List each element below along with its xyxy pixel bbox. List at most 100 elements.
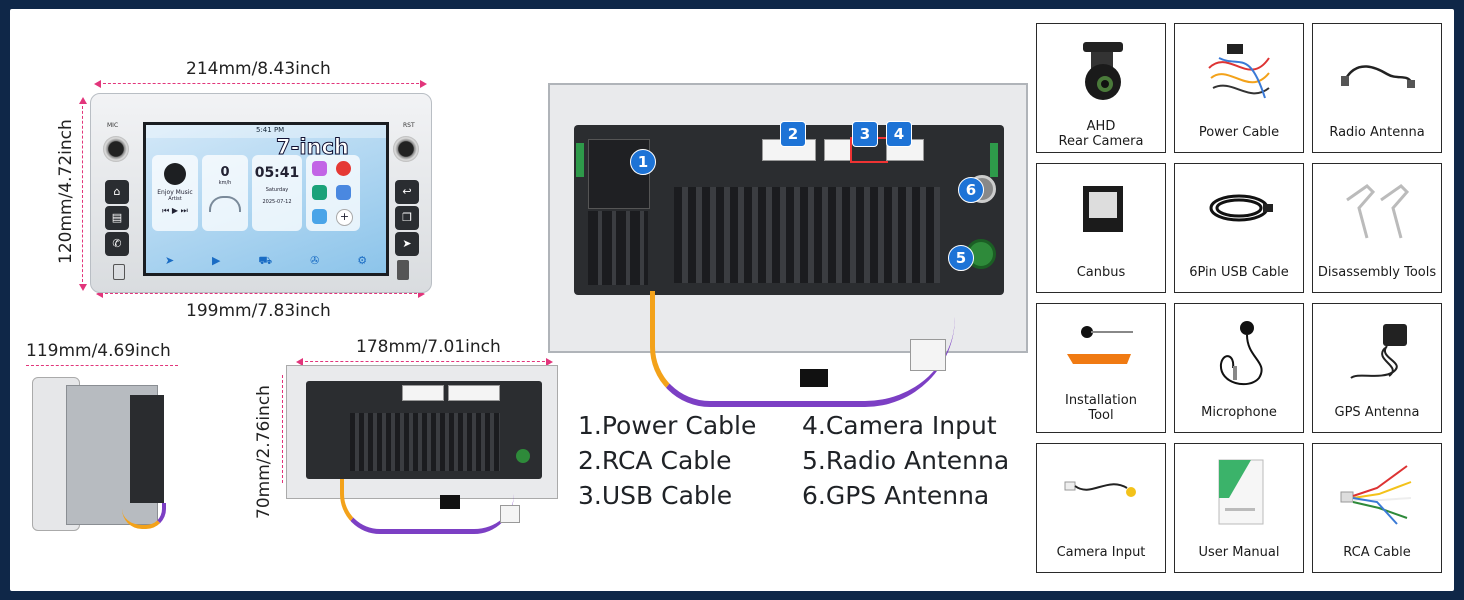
clock-card: 05:41 Saturday 2025-07-12 [252,155,302,231]
arrow-up-icon [79,97,87,104]
navigation-icon: ➤ [164,254,175,267]
connector [500,505,520,523]
heatsink-fins [674,187,940,283]
arrow-left-icon [94,80,101,88]
phone-icon: ✆ [105,232,129,256]
accessory-label-line2: Tool [1088,408,1114,423]
accessory-label: Camera Input [1056,545,1146,560]
speed-card: 0 km/h [202,155,248,231]
product-panel: 214mm/8.43inch 120mm/4.72inch 199mm/7.83… [10,9,1454,591]
vinyl-icon [164,163,186,185]
disassembly-tools-icon [1346,184,1410,239]
badge-usb: 3 [852,121,878,147]
car-app-icon [336,185,351,200]
arrow-left-icon [296,358,303,366]
radio-antenna-icon [1341,65,1415,88]
back-small-fins [350,413,500,471]
accessory-power-cable: Power Cable [1174,23,1304,153]
apps-card: + [306,155,360,231]
music-card: Enjoy Music Artist ⏮ ▶ ⏭ [152,155,198,231]
tuning-knob [393,136,419,162]
accessory-installation-tool: Installation Tool [1036,303,1166,433]
accessory-usb-cable: 6Pin USB Cable [1174,163,1304,293]
clock-time: 05:41 [254,165,300,181]
accessory-label: RCA Cable [1343,545,1411,560]
accessory-label: Disassembly Tools [1317,265,1437,280]
accessory-canbus: Canbus [1036,163,1166,293]
canbus-icon [1083,186,1123,232]
music-title: Enjoy Music [157,189,193,196]
back-height-line [282,375,284,483]
accessory-label-line2: Rear Camera [1058,134,1144,149]
navigation-icon: ➤ [395,232,419,256]
speed-unit: km/h [218,180,232,186]
copy-icon: ❐ [395,206,419,230]
back-width-label: 178mm/7.01inch [356,337,501,357]
usb-cable-icon [1209,194,1273,222]
clock-date: 2025-07-12 [262,199,292,205]
usb-connector [824,139,852,161]
side-bracket [576,143,584,177]
front-width-label: 214mm/8.43inch [186,59,331,79]
car-icon: ⛟ [258,254,273,267]
volume-knob [103,136,129,162]
badge-gps: 6 [958,177,984,203]
status-time: 5:41 PM [256,126,285,134]
accessory-label: Radio Antenna [1329,125,1425,140]
side-bracket [990,143,998,177]
legend-item-1: 1.Power Cable [578,411,757,440]
back-icon: ↩ [395,180,419,204]
clock-day: Saturday [265,187,289,193]
legend-item-4: 4.Camera Input [802,411,997,440]
side-view-back [130,395,164,503]
accessory-microphone: Microphone [1174,303,1304,433]
add-icon: + [336,209,353,226]
antenna-port-icon [516,449,530,463]
connector-plug [800,369,828,387]
back-width-line [300,361,550,363]
accessory-camera-input: Camera Input [1036,443,1166,573]
dock: ➤ ▶ ⛟ ✇ ⚙ [146,254,386,269]
front-bottom-line [100,293,422,295]
youtube-icon [336,161,351,176]
installation-tool-icon [1067,326,1133,364]
camera-input-cable-icon [1064,481,1136,497]
accessory-rca-cable: RCA Cable [1312,443,1442,573]
badge-rca: 2 [780,121,806,147]
socket-fins [588,211,648,285]
app-icon [312,209,327,224]
play-icon: ▶ [212,254,221,267]
accessory-label: Power Cable [1198,125,1280,140]
accessory-label: Installation [1064,393,1137,408]
connector [402,385,444,401]
accessory-gps-antenna: GPS Antenna [1312,303,1442,433]
accessory-label: Microphone [1201,405,1277,420]
front-bottom-width-label: 199mm/7.83inch [186,301,331,321]
badge-power: 1 [630,149,656,175]
accessory-user-manual: User Manual [1174,443,1304,573]
arrow-right-icon [420,80,427,88]
legend-item-5: 5.Radio Antenna [802,446,1010,475]
legend-item-3: 3.USB Cable [578,481,733,510]
accessory-label: AHD [1086,119,1116,134]
app-icon [312,185,327,200]
status-bar [146,125,386,138]
connector [448,385,500,401]
arrow-right-icon [418,290,425,298]
front-height-label: 120mm/4.72inch [56,119,76,264]
mic-label: MIC [107,122,119,129]
connector-plug [440,495,460,509]
media-controls-icon: ⏮ ▶ ⏭ [162,206,188,215]
settings-icon: ⚙ [357,254,368,267]
accessory-disassembly-tools: Disassembly Tools [1312,163,1442,293]
accessory-radio-antenna: Radio Antenna [1312,23,1442,153]
connector [910,339,946,371]
accessory-label: User Manual [1198,545,1280,560]
legend-item-6: 6.GPS Antenna [802,481,990,510]
back-small-cable [340,479,514,534]
usb-c-port-icon [113,264,125,280]
radio-icon: ▤ [105,206,129,230]
arrow-right-icon [546,358,553,366]
radio-front-view: MIC RST ⌂ ▤ ✆ ↩ ❐ ➤ 5:41 PM 7-inch Enjoy… [90,93,432,293]
rca-cable-icon [1340,465,1412,525]
